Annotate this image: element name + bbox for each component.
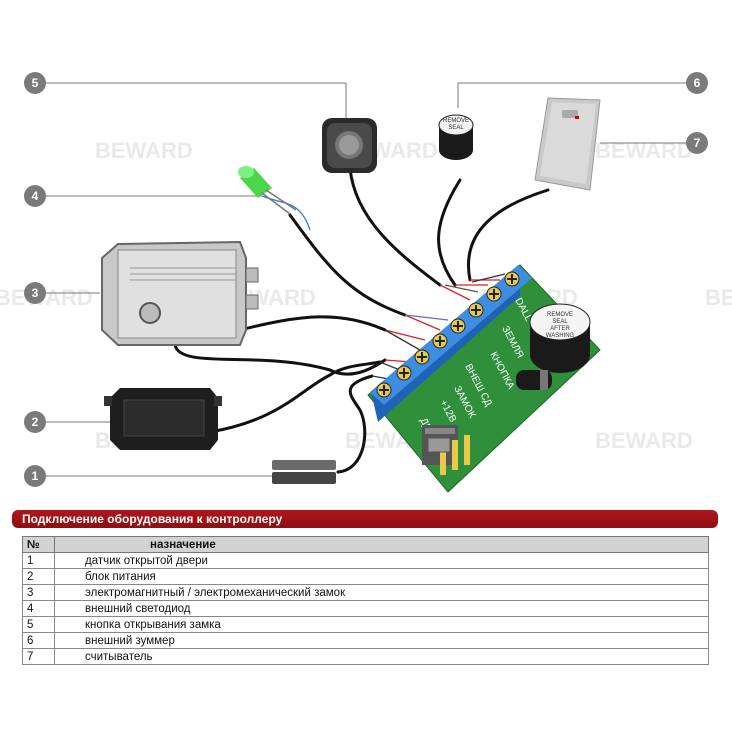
row-num: 7 [22, 648, 55, 665]
svg-text:2: 2 [32, 415, 39, 429]
callout-lines [46, 82, 686, 477]
row-desc: датчик открытой двери [54, 552, 709, 569]
svg-text:SEAL: SEAL [552, 319, 568, 325]
row-desc: электромагнитный / электромеханический з… [54, 584, 709, 601]
table-header-row: № назначение [22, 536, 709, 553]
row-desc: кнопка открывания замка [54, 616, 709, 633]
svg-text:1: 1 [32, 469, 39, 483]
row-num: 5 [22, 616, 55, 633]
callout-badge: 7 [686, 132, 708, 154]
watermark: BEWARD [95, 138, 193, 163]
svg-text:4: 4 [32, 189, 39, 203]
svg-text:AFTER: AFTER [550, 326, 570, 332]
screw-terminal [414, 349, 430, 365]
column-header-purpose: назначение [54, 536, 709, 553]
external-led [238, 166, 297, 215]
svg-text:REMOVE: REMOVE [443, 118, 469, 124]
svg-text:5: 5 [32, 76, 39, 90]
capacitor [516, 370, 552, 390]
callout-badge: 1 [24, 465, 46, 487]
door-sensor [272, 460, 336, 484]
callout-badge: 4 [24, 185, 46, 207]
svg-text:SEAL: SEAL [448, 125, 464, 131]
cables [173, 166, 550, 474]
screw-terminal [396, 365, 412, 381]
wiring-diagram: BEWARD BEWARD BEWARD BEWARD BEWARD BEWAR… [0, 72, 732, 493]
card-reader [534, 97, 601, 191]
screw-terminal [450, 318, 466, 334]
callout-badge: 2 [24, 411, 46, 433]
column-header-num: № [22, 536, 55, 553]
svg-text:7: 7 [694, 136, 701, 150]
row-num: 6 [22, 632, 55, 649]
svg-text:6: 6 [694, 76, 701, 90]
callout-badge: 3 [24, 282, 46, 304]
screw-terminal [504, 271, 520, 287]
row-num: 4 [22, 600, 55, 617]
screw-terminal [486, 286, 502, 302]
watermark: BEWARD [595, 138, 693, 163]
banner-title: Подключение оборудования к контроллеру [22, 512, 283, 526]
watermark: BEWARD [595, 428, 693, 453]
row-desc: внешний светодиод [54, 600, 709, 617]
row-desc: блок питания [54, 568, 709, 585]
svg-text:WASHING: WASHING [546, 333, 575, 339]
svg-text:3: 3 [32, 286, 39, 300]
screw-terminal [468, 302, 484, 318]
screw-terminal [432, 333, 448, 349]
screw-terminal [376, 382, 392, 398]
onboard-buzzer: REMOVE SEAL AFTER WASHING [529, 303, 591, 373]
electromechanical-lock [101, 240, 259, 346]
jumper-block [422, 425, 470, 475]
power-supply [104, 388, 222, 450]
svg-text:REMOVE: REMOVE [547, 312, 573, 318]
row-desc: внешний зуммер [54, 632, 709, 649]
section-banner: Подключение оборудования к контроллеру [12, 510, 718, 528]
row-num: 2 [22, 568, 55, 585]
watermark: BEWARD [0, 285, 93, 310]
row-num: 1 [22, 552, 55, 569]
external-buzzer: REMOVE SEAL [438, 114, 474, 160]
callout-badge: 5 [24, 72, 46, 94]
exit-button [322, 118, 377, 173]
callout-badge: 6 [686, 72, 708, 94]
row-num: 3 [22, 584, 55, 601]
row-desc: считыватель [54, 648, 709, 665]
watermark: BEWARD [705, 285, 732, 310]
